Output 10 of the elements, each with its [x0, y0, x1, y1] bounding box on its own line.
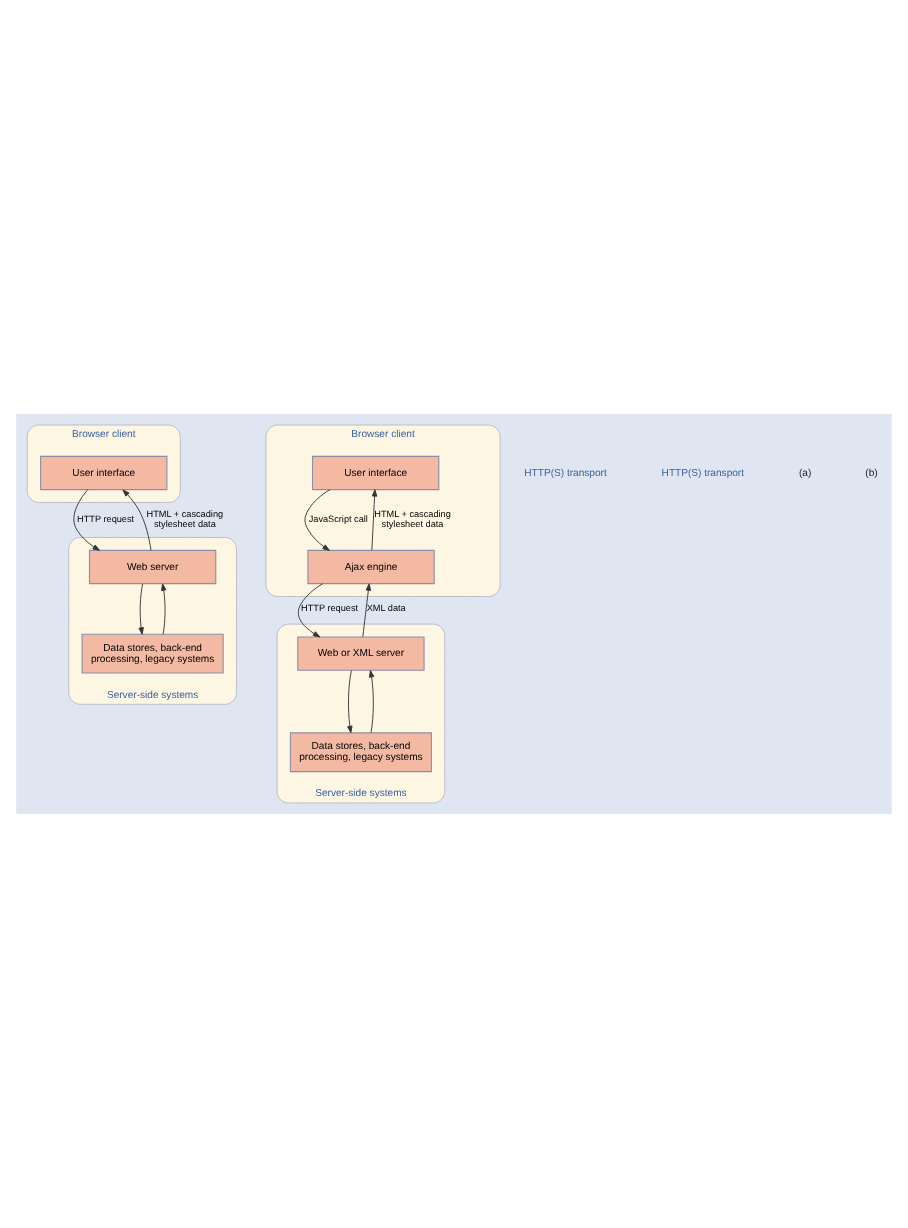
arrow	[362, 583, 372, 638]
arrow	[122, 489, 152, 551]
arrow	[304, 489, 331, 551]
arrow	[73, 489, 100, 551]
arrow	[138, 583, 144, 635]
arrow	[371, 489, 378, 551]
arrow	[347, 670, 353, 734]
arrow	[297, 583, 324, 638]
arrow	[368, 670, 375, 734]
arrow	[161, 583, 167, 635]
